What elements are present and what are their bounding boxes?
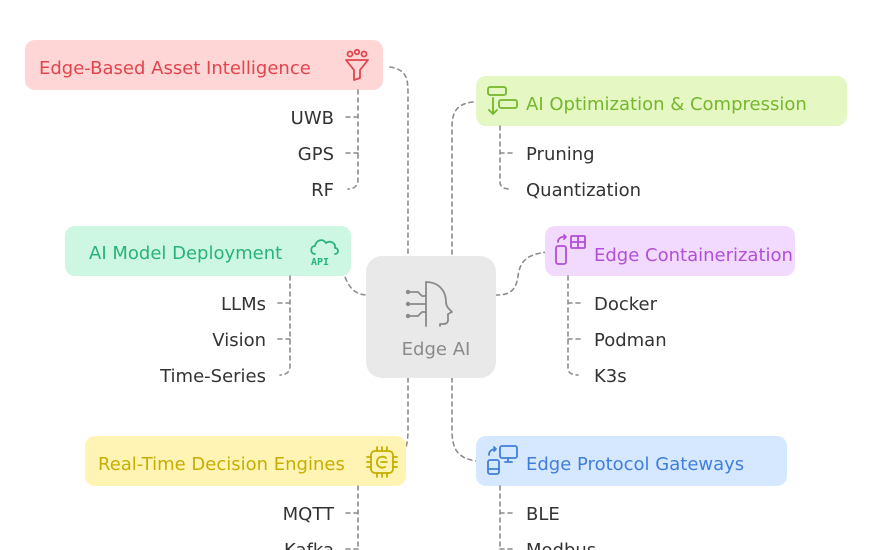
device-grid-icon xyxy=(555,234,586,265)
leaf-llms: LLMs xyxy=(221,294,266,315)
leaf-gps: GPS xyxy=(298,144,334,165)
leaf-rf: RF xyxy=(311,180,334,201)
root-label: Edge AI xyxy=(402,339,471,360)
funnel-icon xyxy=(345,48,369,81)
branch-gateway[interactable]: Edge Protocol Gateways BLE Modbus xyxy=(476,436,787,550)
branch-optim-title: AI Optimization & Compression xyxy=(526,94,807,115)
leaf-vision: Vision xyxy=(212,330,266,351)
branch-container[interactable]: Edge Containerization Docker Podman K3s xyxy=(545,226,795,387)
connector-container xyxy=(495,251,549,296)
branch-decision[interactable]: Real-Time Decision Engines MQTT Kafka xyxy=(85,436,406,550)
connector-optim xyxy=(451,101,474,259)
leaf-mqtt: MQTT xyxy=(283,504,335,525)
leaf-quantization: Quantization xyxy=(526,180,641,201)
leaf-modbus: Modbus xyxy=(526,540,596,550)
branch-decision-box xyxy=(85,436,406,486)
connector-deploy xyxy=(340,261,369,296)
branch-optim[interactable]: AI Optimization & Compression Pruning Qu… xyxy=(476,76,847,201)
branch-asset-box xyxy=(25,40,383,90)
branch-asset-title: Edge-Based Asset Intelligence xyxy=(39,58,311,79)
ai-head-icon xyxy=(405,281,453,327)
branch-asset[interactable]: Edge-Based Asset Intelligence UWB GPS RF xyxy=(25,40,383,201)
root-node[interactable]: Edge AI xyxy=(366,256,496,378)
branch-deploy[interactable]: AI Model Deployment API LLMs Vision Time… xyxy=(65,226,351,387)
branch-deploy-box xyxy=(65,226,351,276)
compress-arrows-icon xyxy=(487,86,518,115)
branch-deploy-title: AI Model Deployment xyxy=(89,243,282,264)
leaf-uwb: UWB xyxy=(291,108,334,129)
branch-container-box xyxy=(545,226,795,276)
connector-asset xyxy=(389,66,409,259)
branch-optim-box xyxy=(476,76,847,126)
branch-decision-title: Real-Time Decision Engines xyxy=(98,454,345,475)
leaf-podman: Podman xyxy=(594,330,667,351)
chip-icon xyxy=(366,446,398,478)
leaf-pruning: Pruning xyxy=(526,144,595,165)
branch-gateway-box xyxy=(476,436,787,486)
leaf-time-series: Time-Series xyxy=(159,366,266,387)
cloud-api-icon: API xyxy=(310,239,339,268)
root-node-box xyxy=(366,256,496,378)
leaf-docker: Docker xyxy=(594,294,658,315)
connector-gateway xyxy=(451,377,477,462)
branch-container-title: Edge Containerization xyxy=(594,245,793,266)
leaf-kafka: Kafka xyxy=(284,540,334,550)
leaf-ble: BLE xyxy=(526,504,560,525)
branch-gateway-title: Edge Protocol Gateways xyxy=(526,454,744,475)
gateway-devices-icon xyxy=(487,445,518,475)
svg-text:API: API xyxy=(311,257,329,268)
leaf-k3s: K3s xyxy=(594,366,627,387)
